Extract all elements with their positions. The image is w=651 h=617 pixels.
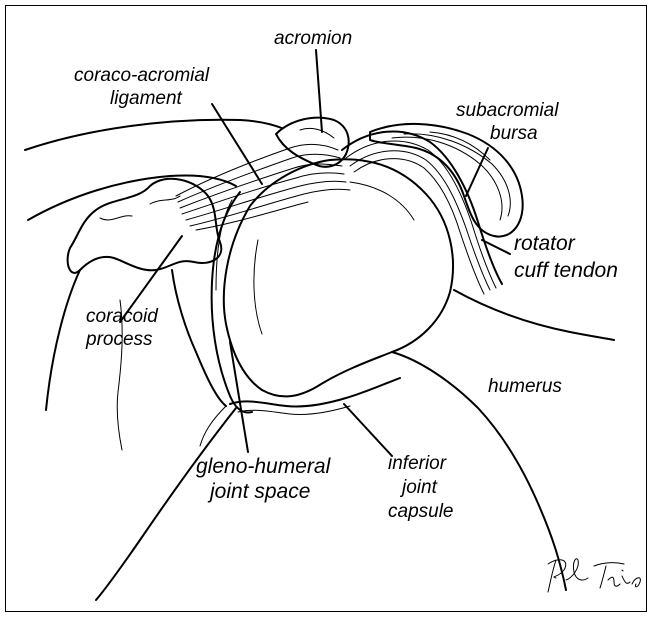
label-rotator-line1: rotator [514,232,576,255]
labels: acromion coraco-acromial ligament subacr… [74,28,618,522]
humeral-shaft [392,290,614,590]
clavicle [25,120,298,220]
leader-gleno-humeral-joint-space [230,342,248,452]
label-subacromial-line1: subacromial [456,100,559,121]
leader-coraco-acromial-ligament [212,104,262,184]
rotator-cuff-tendon [342,132,502,294]
scapula [46,270,226,450]
label-coraco-acromial-line1: coraco-acromial [74,65,210,86]
glenoid-rim [212,192,252,412]
label-gleno-humeral-line2: joint space [207,480,310,503]
label-coracoid-line2: process [85,329,153,350]
label-gleno-humeral-line1: gleno-humeral [196,455,332,478]
label-subacromial-line2: bursa [490,123,538,144]
inferior-joint-capsule [230,378,400,415]
label-inferior-line3: capsule [388,501,454,522]
label-coraco-acromial-line2: ligament [110,88,183,109]
label-acromion: acromion [274,28,352,49]
label-rotator-line2: cuff tendon [514,259,618,282]
leader-inferior-joint-capsule [344,404,392,456]
label-humerus: humerus [488,376,562,397]
humeral-head [224,159,453,396]
label-coracoid-line1: coracoid [86,306,159,327]
label-inferior-line1: inferior [388,453,447,474]
leader-subacromial-bursa [466,148,488,196]
label-inferior-line2: joint [399,477,438,498]
scapula-lower-border [96,406,236,600]
